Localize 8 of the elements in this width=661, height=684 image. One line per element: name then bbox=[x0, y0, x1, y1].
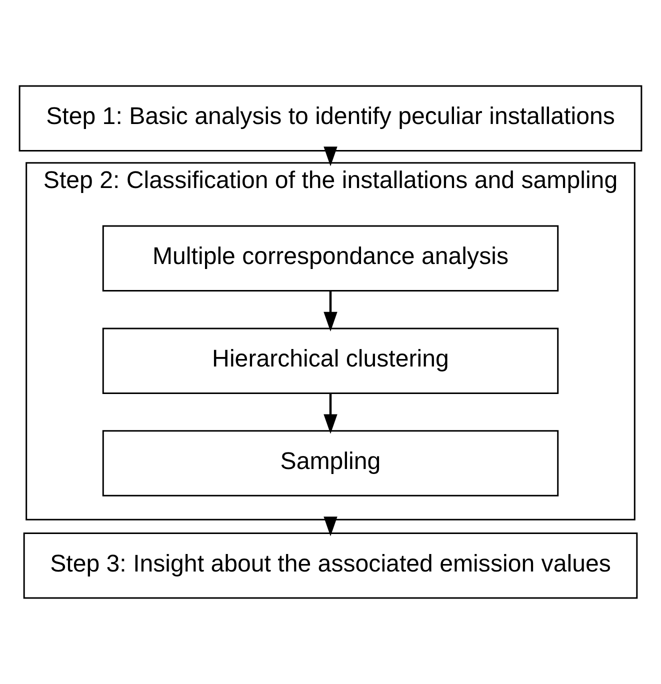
node-box: Hierarchical clustering bbox=[102, 328, 559, 394]
node-box: Multiple correspondance analysis bbox=[102, 225, 559, 292]
arrow bbox=[324, 516, 338, 536]
arrow bbox=[324, 146, 338, 166]
node-box: Sampling bbox=[102, 430, 559, 496]
arrow bbox=[324, 393, 338, 434]
arrow bbox=[324, 290, 338, 332]
node-box: Step 3: Insight about the associated emission values bbox=[23, 532, 638, 599]
